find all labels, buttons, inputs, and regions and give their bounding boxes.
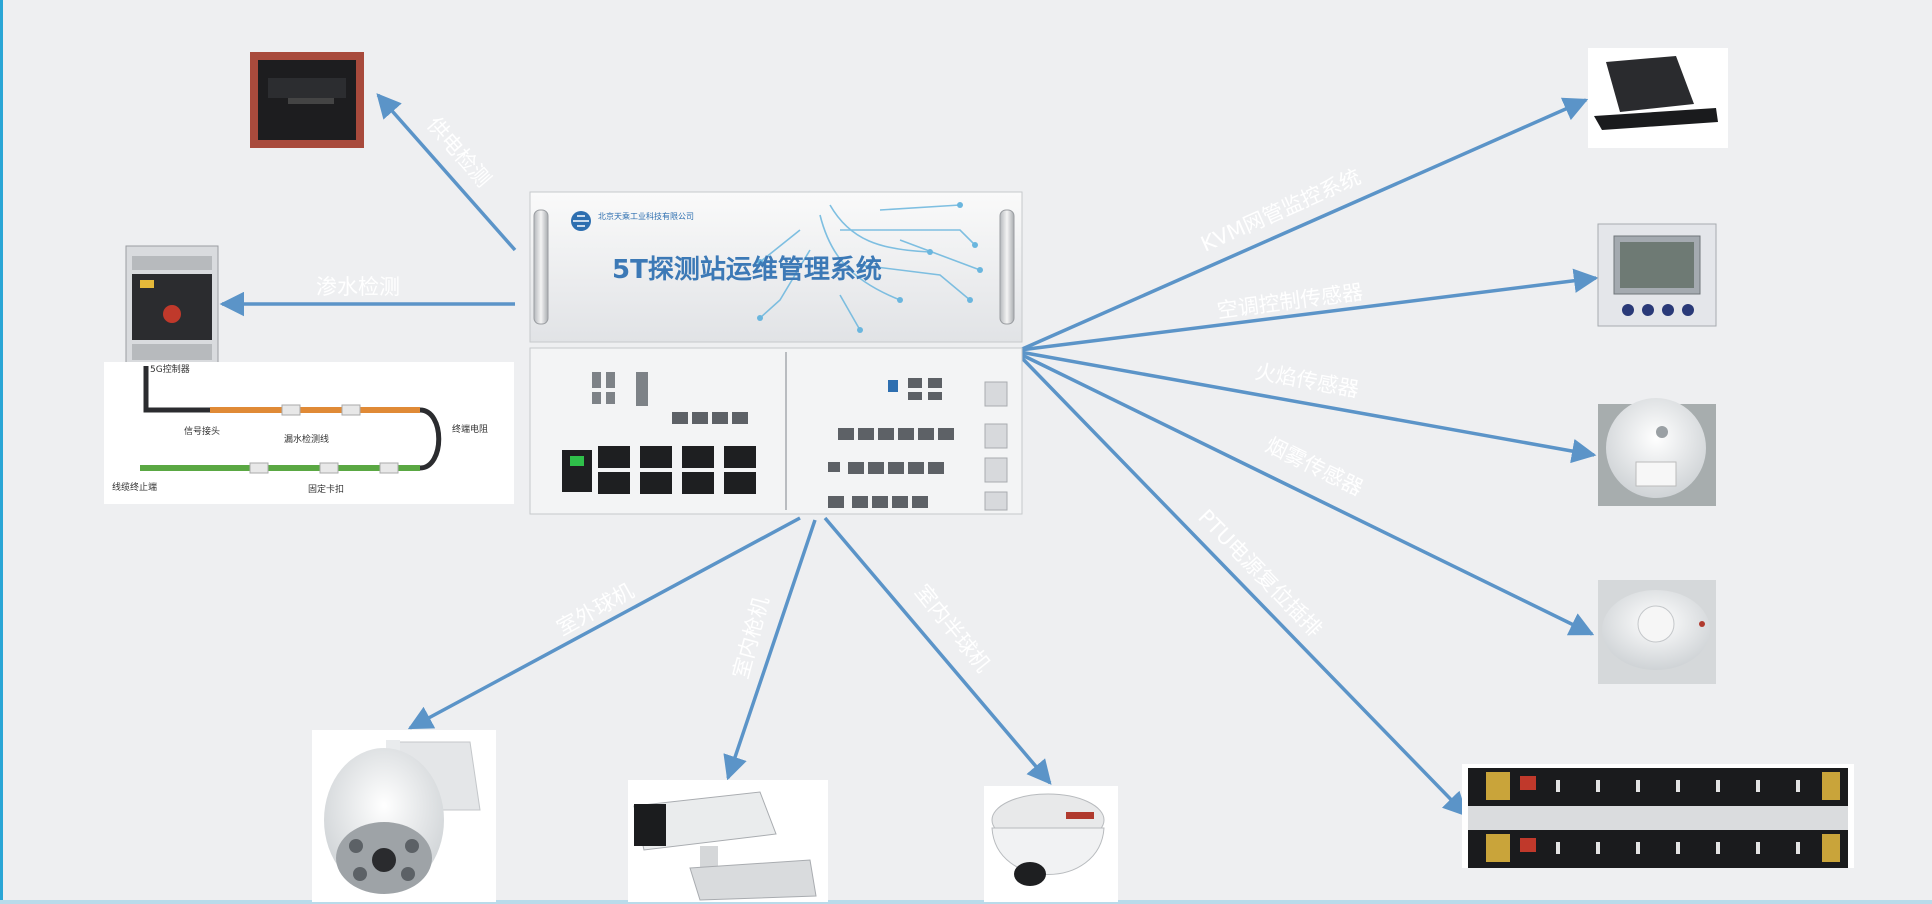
water-leak-controller [125,245,219,365]
ptu-power-strip-device [1462,764,1854,868]
label-smoke-sensor: 烟雾传感器 [1262,433,1367,501]
leak-label-controller: 5G控制器 [150,363,190,375]
arrow-outdoor [407,516,801,730]
arrow-ptu [1018,354,1468,817]
circuit-nodes [757,202,983,333]
arrow-indoor-bullet [723,519,817,781]
bottom-border [0,900,1932,904]
leak-label-clip: 固定卡扣 [308,483,344,495]
label-half-dome: 室内半球机 [910,580,995,677]
arrow-flame [1019,350,1597,464]
smoke-sensor-device [1598,580,1716,684]
arrow-smoke [1019,352,1595,636]
half-dome-camera-device [984,786,1118,902]
label-ptu: PTU电源复位插排 [1193,505,1326,642]
leak-label-cable: 漏水检测线 [284,433,329,445]
arrow-half-dome [823,516,1052,785]
rj45-ports-left [672,412,748,424]
leak-cable-panel: 5G控制器 信号接头 漏水检测线 终端电阻 线缆终止端 固定卡扣 [104,362,514,504]
left-border [0,0,3,904]
company-name: 北京天乘工业科技有限公司 [598,211,694,221]
arrow-kvm [1019,97,1589,352]
system-title: 5T探测站运维管理系统 [612,254,882,285]
arrow-ac [1019,268,1599,352]
leak-label-end: 线缆终止端 [112,481,157,493]
kvm-console-device [1588,48,1728,148]
power-detector-device [250,52,364,148]
flame-sensor-device [1598,398,1716,506]
circuit-decoration [759,204,981,331]
label-power-detect: 供电检测 [422,113,495,192]
indoor-bullet-camera-device [628,780,828,902]
label-water-detect: 渗水检测 [316,275,400,299]
leak-label-connector: 信号接头 [184,425,220,437]
outdoor-dome-camera-device [312,730,496,902]
leak-label-terminal: 终端电阻 [452,423,488,435]
arrow-power [376,93,517,252]
power-outlets [562,446,756,494]
ac-sensor-device [1597,223,1717,327]
center-rack-device: 北京天乘工业科技有限公司 5T探测站运维管理系统 [529,191,1023,515]
rj45-ports-right [828,378,954,508]
arrows [219,93,1599,817]
label-outdoor-dome: 室外球机 [553,579,638,641]
